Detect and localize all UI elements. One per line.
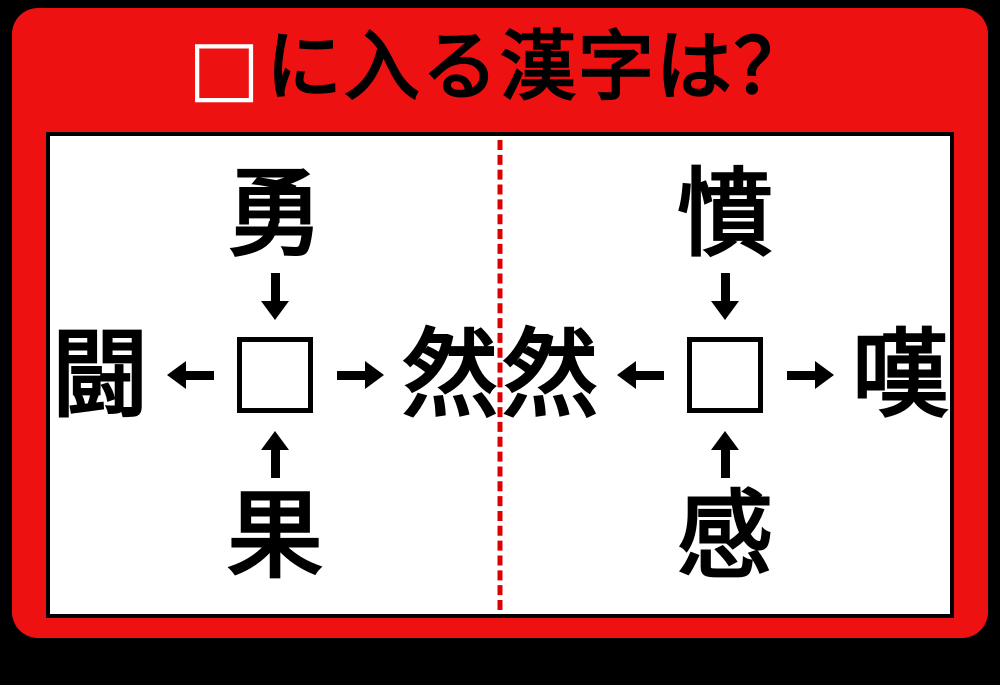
puzzle-panel: 勇 闘 然 果	[46, 132, 954, 618]
title-empty-square: □	[188, 22, 262, 111]
arrow-head	[261, 300, 289, 320]
arrow-head	[166, 361, 186, 389]
page-title: □ に入る漢字は？	[12, 8, 988, 126]
arrow-shaft	[270, 272, 280, 301]
arrow-head	[261, 430, 289, 450]
arrow-left-icon	[616, 361, 664, 389]
kanji-right: 然	[402, 319, 498, 431]
arrow-down-icon	[261, 272, 289, 320]
arrow-right-icon	[786, 361, 834, 389]
puzzle-container: 勇 闘 然 果	[50, 136, 950, 614]
answer-box	[237, 337, 313, 413]
arrow-shaft	[270, 449, 280, 478]
arrow-left-icon	[166, 361, 214, 389]
arrow-up-icon	[711, 430, 739, 478]
arrow-head	[711, 430, 739, 450]
kanji-right: 嘆	[852, 319, 948, 431]
arrow-head	[814, 361, 834, 389]
arrow-up-icon	[261, 430, 289, 478]
puzzle-left: 勇 闘 然 果	[50, 136, 500, 614]
kanji-top: 憤	[677, 158, 773, 270]
kanji-bottom: 感	[677, 480, 773, 592]
answer-box	[687, 337, 763, 413]
red-frame: □ に入る漢字は？ 勇 闘 然	[12, 8, 988, 638]
arrow-right-icon	[336, 361, 384, 389]
title-text: に入る漢字は？	[265, 22, 812, 111]
arrow-head	[616, 361, 636, 389]
arrow-shaft	[635, 370, 664, 380]
kanji-bottom: 果	[227, 480, 323, 592]
arrow-shaft	[336, 370, 365, 380]
arrow-shaft	[185, 370, 214, 380]
kanji-left: 然	[502, 319, 598, 431]
arrow-shaft	[720, 272, 730, 301]
arrow-down-icon	[711, 272, 739, 320]
arrow-shaft	[786, 370, 815, 380]
kanji-top: 勇	[227, 158, 323, 270]
arrow-head	[711, 300, 739, 320]
puzzle-right: 憤 然 嘆 感	[500, 136, 950, 614]
arrow-shaft	[720, 449, 730, 478]
kanji-left: 闘	[52, 319, 148, 431]
dashed-divider-line	[497, 140, 503, 610]
arrow-head	[364, 361, 384, 389]
